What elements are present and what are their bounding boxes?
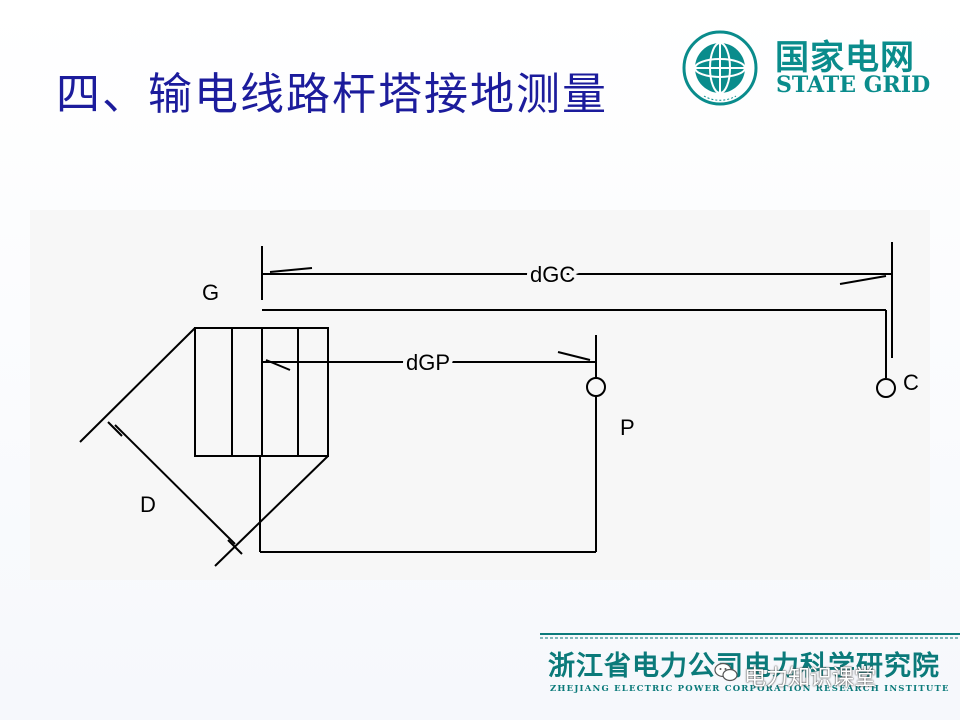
logo-chinese-text: 国家电网 — [775, 38, 915, 78]
label-tower-g: G — [202, 280, 219, 305]
label-dgc: dGC — [530, 262, 575, 287]
footer-chinese-text: 浙江省电力公司电力科学研究院 — [548, 651, 940, 682]
dimension-line-d — [114, 424, 236, 545]
dgc-arrow-right — [839, 275, 887, 285]
label-dgp: dGP — [406, 350, 450, 375]
dgp-arrow-right — [557, 351, 591, 361]
diagram-panel: G C P D dGC dGP — [30, 210, 930, 580]
footer-rule — [540, 633, 960, 639]
dgp-arrow-left — [265, 359, 291, 371]
wechat-watermark: 电力知识课堂 — [714, 660, 877, 692]
slide-title: 四、输电线路杆塔接地测量 — [56, 69, 608, 120]
diagonal-lower — [214, 455, 329, 567]
watermark-text: 电力知识课堂 — [744, 666, 877, 691]
footer-institute-banner: 浙江省电力公司电力科学研究院 ZHEJIANG ELECTRIC POWER C… — [540, 630, 960, 720]
footer-english-text: ZHEJIANG ELECTRIC POWER CORPORATION RESE… — [550, 684, 950, 694]
dgc-arrow-left — [269, 267, 313, 273]
wechat-icon — [714, 662, 738, 682]
diagonal-upper — [79, 327, 196, 443]
current-electrode-c — [876, 378, 896, 398]
grounding-measurement-diagram: G C P D dGC dGP — [79, 242, 919, 567]
dimension-tick-upper — [107, 421, 123, 437]
label-potential-p: P — [620, 415, 635, 440]
label-width-d: D — [140, 492, 156, 517]
state-grid-globe-emblem-icon — [682, 30, 758, 106]
logo-english-text: STATE GRID — [776, 72, 931, 98]
state-grid-logo: 国家电网 STATE GRID — [680, 28, 940, 108]
dimension-tick-lower — [227, 539, 243, 555]
label-current-c: C — [903, 370, 919, 395]
potential-electrode-p — [586, 377, 606, 397]
